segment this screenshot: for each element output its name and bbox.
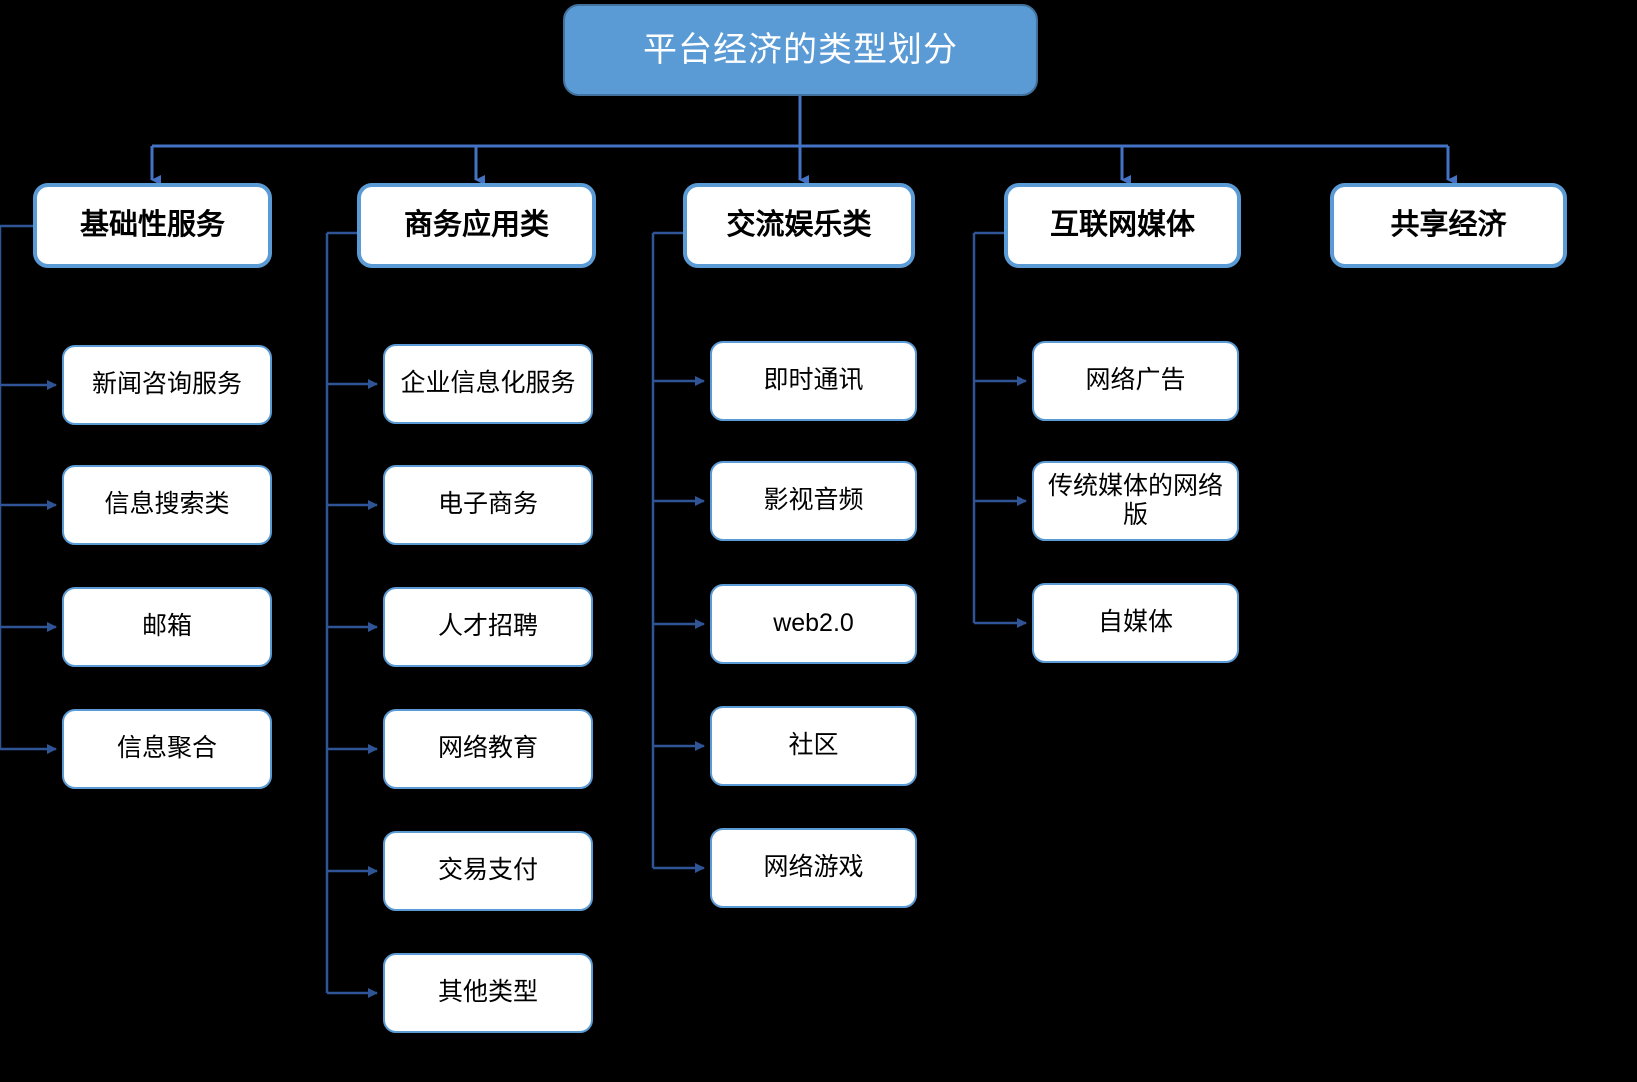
leaf-node-1-3-label: 邮箱 bbox=[141, 612, 192, 641]
leaf-node-3-4-label: 社区 bbox=[788, 731, 839, 760]
root-node-label: 平台经济的类型划分 bbox=[643, 30, 958, 69]
leaf-node-3-2[interactable]: 影视音频 bbox=[710, 461, 917, 541]
category-node-5[interactable]: 共享经济 bbox=[1330, 183, 1567, 268]
leaf-node-2-1[interactable]: 企业信息化服务 bbox=[383, 344, 593, 424]
leaf-node-1-3[interactable]: 邮箱 bbox=[62, 587, 272, 667]
root-node[interactable]: 平台经济的类型划分 bbox=[563, 4, 1038, 96]
leaf-node-3-1-label: 即时通讯 bbox=[763, 366, 864, 395]
leaf-node-2-6-label: 其他类型 bbox=[437, 978, 538, 1007]
leaf-node-3-1[interactable]: 即时通讯 bbox=[710, 341, 917, 421]
leaf-node-1-4-label: 信息聚合 bbox=[116, 734, 217, 763]
leaf-node-2-4-label: 网络教育 bbox=[437, 734, 538, 763]
leaf-node-2-3[interactable]: 人才招聘 bbox=[383, 587, 593, 667]
leaf-node-4-2[interactable]: 传统媒体的网络版 bbox=[1032, 461, 1239, 541]
column-4-connectors bbox=[972, 231, 1027, 628]
category-node-1[interactable]: 基础性服务 bbox=[33, 183, 272, 268]
leaf-node-4-1[interactable]: 网络广告 bbox=[1032, 341, 1239, 421]
leaf-node-1-2-label: 信息搜索类 bbox=[104, 490, 230, 519]
leaf-node-2-6[interactable]: 其他类型 bbox=[383, 953, 593, 1033]
category-node-1-label: 基础性服务 bbox=[79, 209, 225, 242]
leaf-node-2-2-label: 电子商务 bbox=[437, 490, 538, 519]
leaf-node-4-3[interactable]: 自媒体 bbox=[1032, 583, 1239, 663]
leaf-node-1-4[interactable]: 信息聚合 bbox=[62, 709, 272, 789]
leaf-node-2-5-label: 交易支付 bbox=[437, 856, 538, 885]
leaf-node-2-4[interactable]: 网络教育 bbox=[383, 709, 593, 789]
category-node-4-label: 互联网媒体 bbox=[1049, 209, 1195, 242]
leaf-node-1-1-label: 新闻咨询服务 bbox=[91, 370, 242, 399]
category-node-5-label: 共享经济 bbox=[1390, 209, 1507, 242]
leaf-node-3-5[interactable]: 网络游戏 bbox=[710, 828, 917, 908]
category-node-2-label: 商务应用类 bbox=[403, 209, 549, 242]
leaf-node-3-3[interactable]: web2.0 bbox=[710, 584, 917, 664]
leaf-node-4-3-label: 自媒体 bbox=[1097, 608, 1173, 637]
leaf-node-1-2[interactable]: 信息搜索类 bbox=[62, 465, 272, 545]
column-2-connectors bbox=[325, 231, 378, 998]
leaf-node-2-3-label: 人才招聘 bbox=[437, 612, 538, 641]
leaf-node-2-1-label: 企业信息化服务 bbox=[400, 369, 576, 398]
root-trunk bbox=[152, 96, 1448, 148]
leaf-node-3-5-label: 网络游戏 bbox=[763, 853, 864, 882]
category-node-4[interactable]: 互联网媒体 bbox=[1004, 183, 1241, 268]
leaf-node-4-1-label: 网络广告 bbox=[1085, 366, 1186, 395]
leaf-node-3-3-label: web2.0 bbox=[773, 609, 854, 638]
leaf-node-4-2-label: 传统媒体的网络版 bbox=[1047, 471, 1223, 530]
leaf-node-2-2[interactable]: 电子商务 bbox=[383, 465, 593, 545]
category-node-2[interactable]: 商务应用类 bbox=[357, 183, 596, 268]
leaf-node-3-4[interactable]: 社区 bbox=[710, 706, 917, 786]
category-node-3[interactable]: 交流娱乐类 bbox=[683, 183, 915, 268]
column-1-connectors bbox=[0, 224, 57, 754]
leaf-node-2-5[interactable]: 交易支付 bbox=[383, 831, 593, 911]
leaf-node-1-1[interactable]: 新闻咨询服务 bbox=[62, 345, 272, 425]
category-node-3-label: 交流娱乐类 bbox=[726, 209, 872, 242]
category-drop-connectors bbox=[150, 146, 1457, 185]
column-3-connectors bbox=[651, 231, 705, 873]
leaf-node-3-2-label: 影视音频 bbox=[763, 486, 864, 515]
